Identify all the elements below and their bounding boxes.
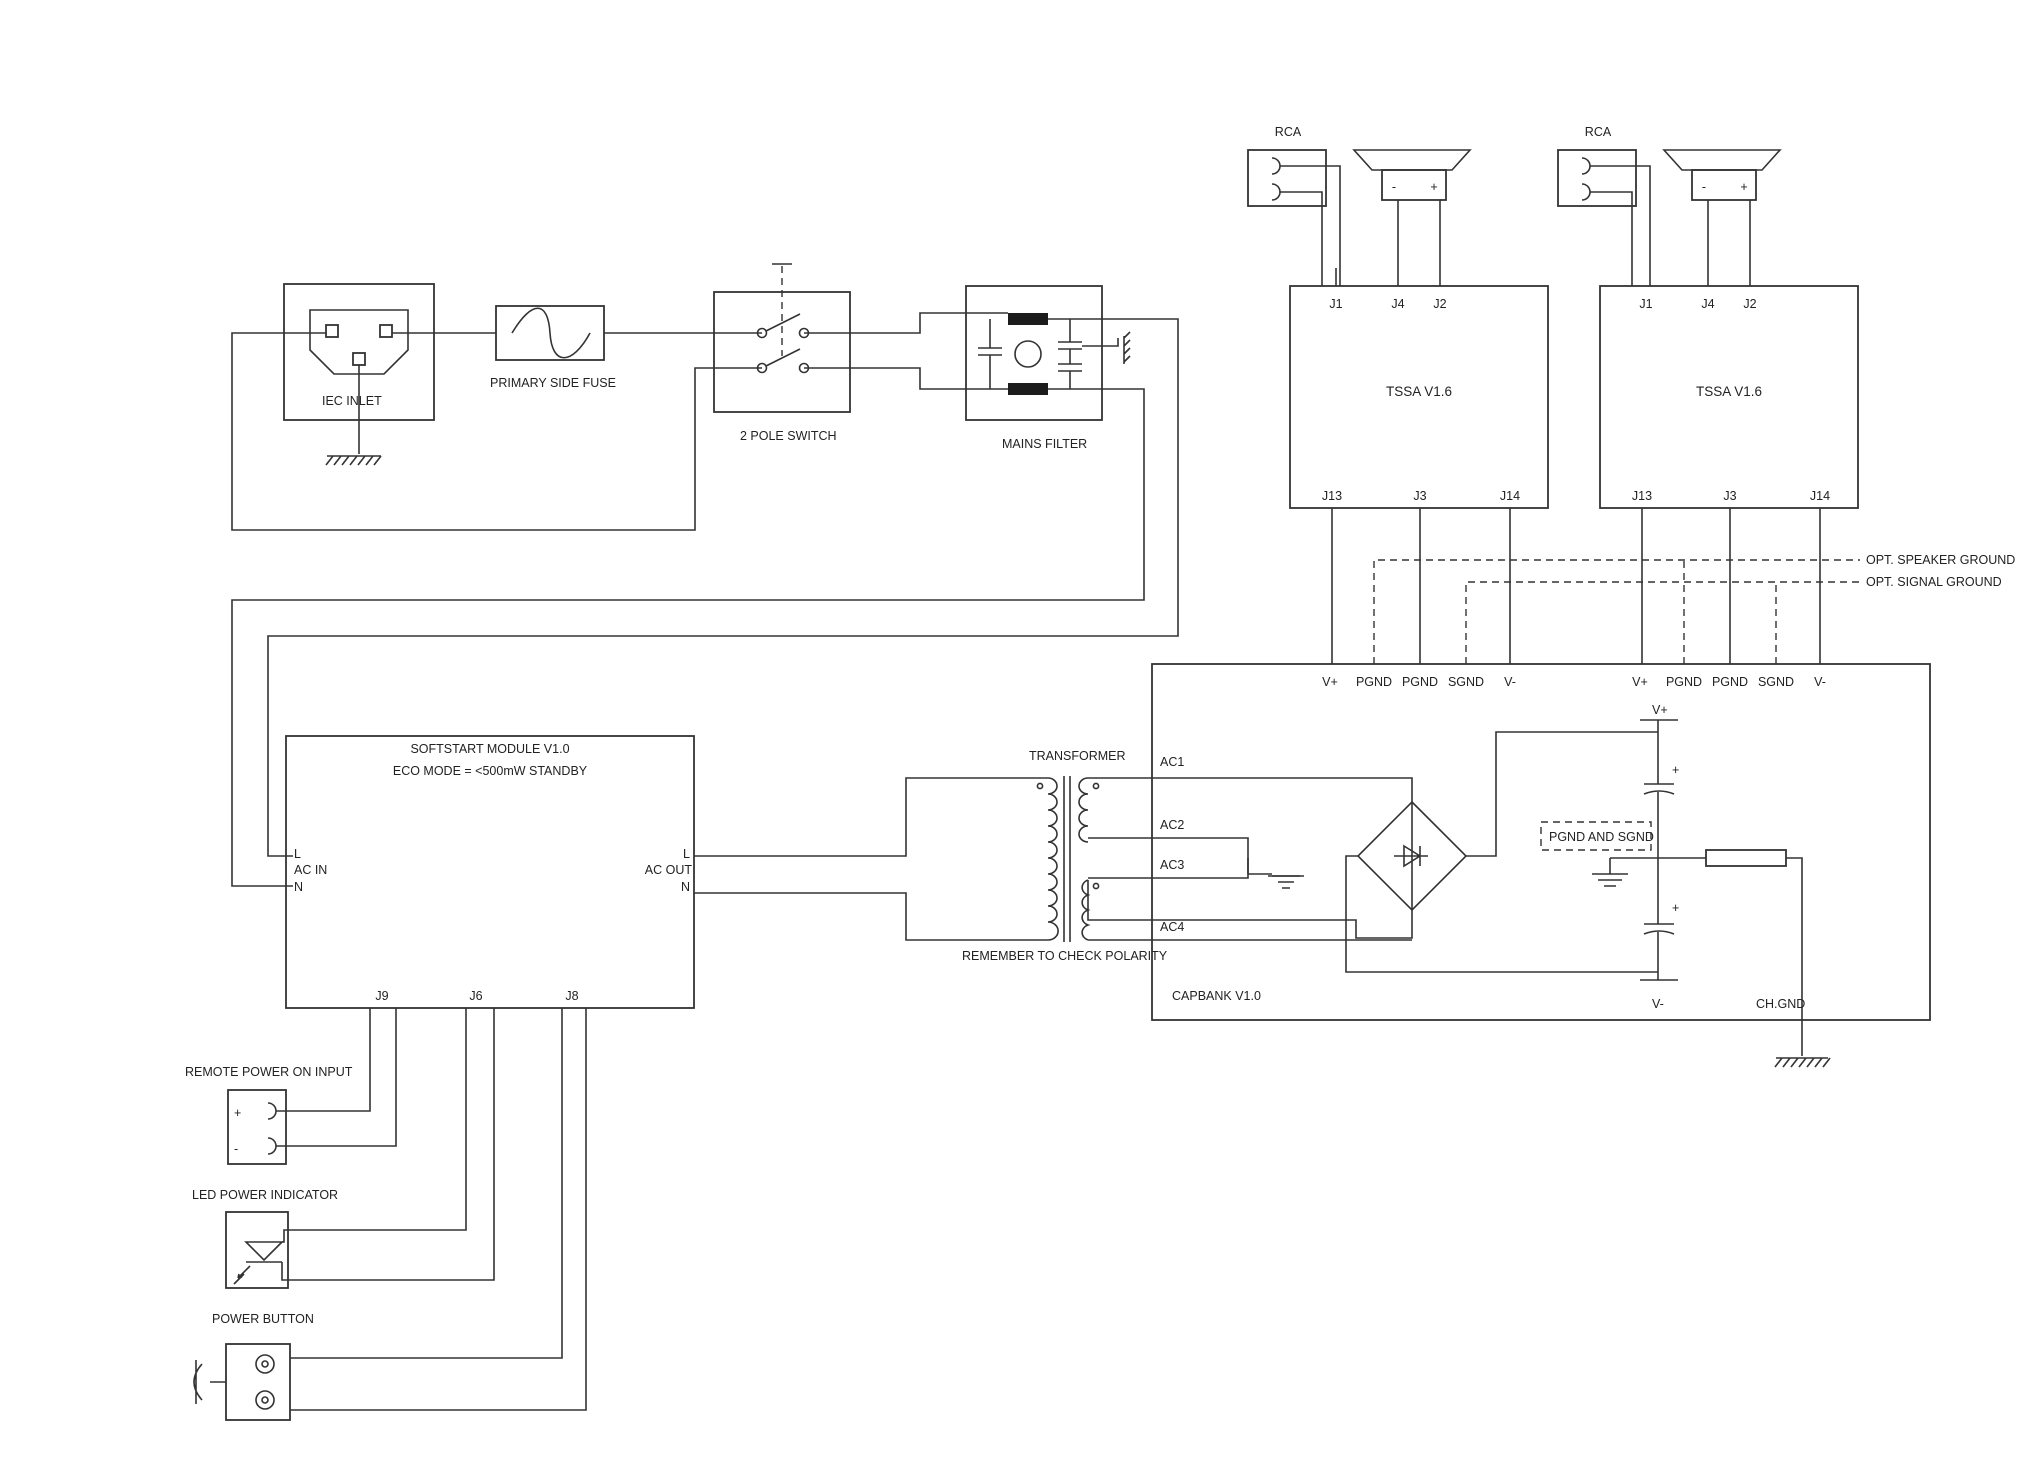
amp-pin-j4: J4 [1391, 297, 1404, 311]
mains-filter: MAINS FILTER [965, 285, 1131, 451]
remote-power-label: REMOTE POWER ON INPUT [185, 1065, 353, 1079]
amp-pin-j2: J2 [1743, 297, 1756, 311]
amp-pin-j3: J3 [1723, 489, 1736, 503]
rca-label: RCA [1275, 125, 1302, 139]
chassis-label: CH.GND [1756, 997, 1805, 1011]
capbank-ac4: AC4 [1160, 920, 1184, 934]
remote-power-input: REMOTE POWER ON INPUT + - [185, 1008, 397, 1165]
capbank-ac2: AC2 [1160, 818, 1184, 832]
speaker-plus: + [1430, 180, 1437, 194]
capbank-top-pin: V- [1814, 675, 1826, 689]
capbank-top-pin: PGND [1402, 675, 1438, 689]
amp-title: TSSA V1.6 [1696, 384, 1762, 399]
softstart-subtitle: ECO MODE = <500mW STANDBY [393, 764, 588, 778]
capbank-top-pin: SGND [1758, 675, 1794, 689]
amplifier-module-2: TSSA V1.6 J1 J4 J2 J13 J3 J14 RCA - + [1557, 125, 1859, 664]
power-button: POWER BUTTON [193, 1008, 587, 1421]
power-button-label: POWER BUTTON [212, 1312, 314, 1326]
remote-minus: - [234, 1142, 238, 1156]
amp-pin-j4: J4 [1701, 297, 1714, 311]
led-indicator-label: LED POWER INDICATOR [192, 1188, 338, 1202]
ac-in-label: AC IN [294, 863, 327, 877]
softstart-module: SOFTSTART MODULE V1.0 ECO MODE = <500mW … [285, 735, 695, 1009]
ac-out-n: N [681, 880, 690, 894]
capbank-top-pin: SGND [1448, 675, 1484, 689]
softstart-pin-j6: J6 [469, 989, 482, 1003]
two-pole-switch-label: 2 POLE SWITCH [740, 429, 837, 443]
amplifier-module-1: TSSA V1.6 J1 J4 J2 J13 J3 J14 RCA - + [1247, 125, 1549, 664]
ac-in-l: L [294, 847, 301, 861]
opt-speaker-ground-label: OPT. SPEAKER GROUND [1866, 553, 2015, 567]
softstart-pin-j8: J8 [565, 989, 578, 1003]
primary-wiring [231, 312, 1179, 887]
optional-grounds: OPT. SPEAKER GROUND OPT. SIGNAL GROUND [1373, 553, 2015, 664]
amp-pin-j13: J13 [1632, 489, 1652, 503]
speaker-minus: - [1392, 180, 1396, 194]
softstart-title: SOFTSTART MODULE V1.0 [410, 742, 569, 756]
capbank-top-pin: PGND [1356, 675, 1392, 689]
capbank-top-pin: V+ [1322, 675, 1338, 689]
led-power-indicator: LED POWER INDICATOR [192, 1008, 495, 1289]
transformer: TRANSFORMER REMEMBER TO CHECK POLARITY [694, 749, 1413, 963]
capbank-ac3: AC3 [1160, 858, 1184, 872]
capbank-top-pin: PGND [1666, 675, 1702, 689]
capbank-title: CAPBANK V1.0 [1172, 989, 1261, 1003]
speaker-plus: + [1740, 180, 1747, 194]
cap-plus-1: + [1672, 763, 1679, 777]
two-pole-switch: 2 POLE SWITCH [713, 263, 851, 443]
opt-signal-ground-label: OPT. SIGNAL GROUND [1866, 575, 2002, 589]
amp-pin-j14: J14 [1810, 489, 1830, 503]
mains-filter-label: MAINS FILTER [1002, 437, 1087, 451]
ground-symbol-iec [325, 365, 382, 466]
primary-fuse-label: PRIMARY SIDE FUSE [490, 376, 616, 390]
remote-plus: + [234, 1106, 241, 1120]
rca-label: RCA [1585, 125, 1612, 139]
capbank-ac1: AC1 [1160, 755, 1184, 769]
amp-pin-j14: J14 [1500, 489, 1520, 503]
cap-plus-2: + [1672, 901, 1679, 915]
speaker-minus: - [1702, 180, 1706, 194]
rail-plus-label: V+ [1652, 703, 1668, 717]
amp-pin-j3: J3 [1413, 489, 1426, 503]
pgnd-sgnd-label: PGND AND SGND [1549, 830, 1654, 844]
ac-out-label: AC OUT [645, 863, 693, 877]
softstart-pin-j9: J9 [375, 989, 388, 1003]
amp-title: TSSA V1.6 [1386, 384, 1452, 399]
amp-pin-j1: J1 [1639, 297, 1652, 311]
iec-inlet-label: IEC INLET [322, 394, 382, 408]
amp-pin-j13: J13 [1322, 489, 1342, 503]
rail-minus-label: V- [1652, 997, 1664, 1011]
capbank-top-pin: PGND [1712, 675, 1748, 689]
capbank-top-pin: V- [1504, 675, 1516, 689]
ac-in-n: N [294, 880, 303, 894]
primary-fuse: PRIMARY SIDE FUSE [490, 305, 616, 390]
capbank: CAPBANK V1.0 AC1 AC2 AC3 AC4 V+ PGND PGND S… [1151, 663, 1931, 1068]
capbank-top-pin: V+ [1632, 675, 1648, 689]
transformer-label: TRANSFORMER [1029, 749, 1126, 763]
polarity-note: REMEMBER TO CHECK POLARITY [962, 949, 1168, 963]
ac-out-l: L [683, 847, 690, 861]
amp-pin-j1: J1 [1329, 297, 1342, 311]
amp-pin-j2: J2 [1433, 297, 1446, 311]
